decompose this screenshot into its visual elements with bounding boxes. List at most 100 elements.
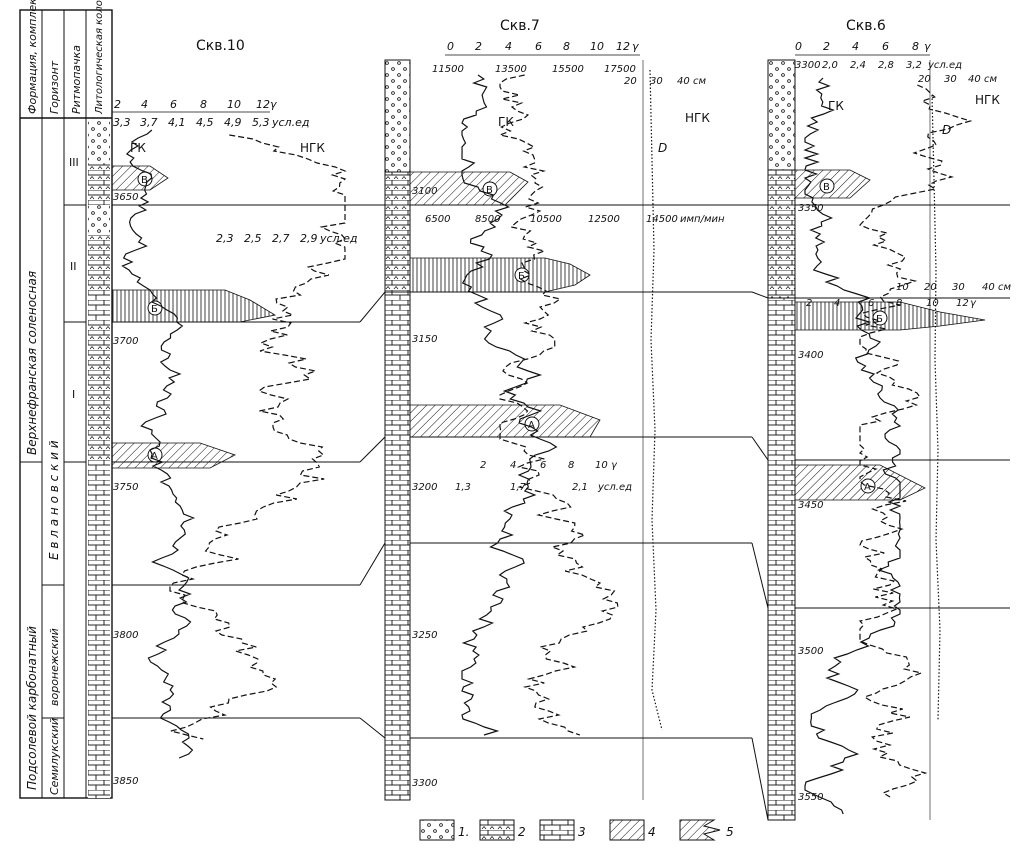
w10-gamma-tick-2: 6 <box>170 98 177 111</box>
litho-brick-1 <box>88 290 110 322</box>
w10-gamma-tick-0: 2 <box>114 98 121 111</box>
w7-imp-tick-0: 11500 <box>432 64 464 75</box>
well-10-title: Скв.10 <box>196 38 245 54</box>
w7-ngk2-unit: усл.ед <box>597 482 632 493</box>
w7-gamma-tick-1: 2 <box>475 40 482 53</box>
w7-gamma-tick-4: 8 <box>563 40 570 53</box>
w10-marker-v: В <box>141 175 148 186</box>
w10-ngk-tick-4: 4,9 <box>224 116 242 129</box>
w6-ngk-tick-2: 2,4 <box>850 60 866 71</box>
w10-ngk2-tick-1: 2,5 <box>244 232 262 245</box>
w10-label-ngk: НГК <box>300 141 325 155</box>
w7-depth-2: 3200 <box>412 482 437 493</box>
header-litho: Литологическая колонка <box>94 0 105 115</box>
w7-imp2-tick-3: 12500 <box>588 214 620 225</box>
w7-curve-d <box>649 69 663 731</box>
legend-swatch-hatch <box>609 819 645 841</box>
w7-d-tick-0: 20 <box>624 76 637 87</box>
w7-depth-3: 3250 <box>412 630 437 641</box>
horizon-evlanovsky: Е в л а н о в с к и й <box>47 440 61 560</box>
well-7-ngk2-axis: 1,3 1,7 2,1 усл.ед <box>455 482 632 493</box>
w6-d2-tick-0: 10 <box>896 282 909 293</box>
w7-ngk2-tick-0: 1,3 <box>455 482 471 493</box>
w10-gamma-tick-3: 8 <box>200 98 207 111</box>
w6-gamma-tick-3: 6 <box>882 40 889 53</box>
w6-litho-brick <box>767 297 796 821</box>
w7-imp-tick-3: 17500 <box>604 64 636 75</box>
rhythm-iii: III <box>69 156 79 169</box>
w6-marker-a: А <box>864 482 871 493</box>
legend: 1. 2 3 4 5 <box>419 819 734 841</box>
w7-curve-gk <box>461 74 558 736</box>
well-6: Скв.6 0 2 4 6 8 γ 3300 2,0 2,4 2,8 3,2 у… <box>767 18 1011 821</box>
w6-label-ngk: НГК <box>975 93 1000 107</box>
w6-d-unit: см <box>984 74 997 85</box>
w6-d-tick-2: 40 <box>968 74 981 85</box>
w7-zone-v <box>409 171 529 206</box>
w6-litho-anhy <box>767 169 796 299</box>
w10-marker-b: Б <box>151 304 158 315</box>
w6-ngk-tick-4: 3,2 <box>906 60 922 71</box>
w10-zone-b <box>111 289 277 323</box>
w7-curve-ngk <box>497 74 619 736</box>
w7-gamma2-tick-3: 8 <box>568 460 574 471</box>
w6-d2-tick-2: 30 <box>952 282 965 293</box>
litho-anhy-3 <box>88 322 110 462</box>
w7-depth-4: 3300 <box>412 778 437 789</box>
stratigraphic-columns: Формация, комплекс Горизонт Ритмопачка Л… <box>19 0 113 799</box>
rhythm-ii: II <box>70 260 77 273</box>
w10-curve-ngk <box>169 134 347 740</box>
w6-litho-dots <box>767 59 796 171</box>
w7-label-gk: ГК <box>498 115 514 129</box>
well-10-ngk2-axis: 2,3 2,5 2,7 2,9 усл.ед <box>216 232 357 245</box>
w6-gamma2-tick-5: 12 <box>956 298 969 309</box>
w6-d-tick-1: 30 <box>944 74 957 85</box>
legend-label-1: 1. <box>458 825 469 839</box>
formation-upper: Верхнефранская соленосная <box>25 271 39 455</box>
w6-gamma-tick-0: 0 <box>795 40 802 53</box>
w10-depth-0: 3650 <box>113 192 138 203</box>
w6-d2-unit: см <box>998 282 1011 293</box>
w10-ngk-tick-0: 3,3 <box>113 116 131 129</box>
w6-gamma-tick-4: 8 <box>912 40 919 53</box>
well-7-title: Скв.7 <box>500 18 540 34</box>
litho-dots-2 <box>88 205 110 235</box>
w7-gamma2-unit: γ <box>611 460 618 471</box>
litho-brick-2 <box>88 462 110 798</box>
w10-ngk-tick-3: 4,5 <box>196 116 214 129</box>
w6-marker-b: Б <box>876 314 883 325</box>
litho-dots-1 <box>88 118 110 163</box>
well-7: Скв.7 0 2 4 6 8 10 12 γ 11500 13500 1550… <box>384 18 725 801</box>
w10-ngk2-tick-0: 2,3 <box>216 232 234 245</box>
w7-depth-0: 3100 <box>412 186 437 197</box>
w7-depth-1: 3150 <box>412 334 437 345</box>
w6-gamma2-unit: γ <box>970 298 977 309</box>
w7-ngk2-tick-2: 2,1 <box>572 482 588 493</box>
w10-curve-gk <box>121 129 196 759</box>
w7-imp2-tick-1: 8500 <box>475 214 500 225</box>
w10-depth-1: 3700 <box>113 336 138 347</box>
w10-gamma-tick-5: 12 <box>256 98 270 111</box>
w10-ngk-tick-2: 4,1 <box>168 116 186 129</box>
litho-anhy-2 <box>88 235 110 290</box>
w7-gamma-tick-6: 12 <box>616 40 630 53</box>
w6-curve-d <box>931 94 941 721</box>
header-horizon: Горизонт <box>48 60 61 114</box>
well-6-d2-axis: 10 20 30 40 см <box>896 282 1011 293</box>
w6-d-tick-0: 20 <box>918 74 931 85</box>
w6-depth-3: 3500 <box>798 646 823 657</box>
well-7-gamma2-axis: 2 4 6 8 10 γ <box>480 460 618 471</box>
w7-gamma2-tick-1: 4 <box>510 460 516 471</box>
well-7-d-axis: 20 30 40 см <box>624 76 706 87</box>
w6-label-d: D <box>942 123 951 137</box>
w7-gamma2-tick-2: 6 <box>540 460 546 471</box>
w7-gamma2-tick-0: 2 <box>480 460 486 471</box>
w7-imp-tick-1: 13500 <box>495 64 527 75</box>
w10-depth-2: 3750 <box>113 482 138 493</box>
w10-zone-a <box>111 442 237 469</box>
w10-depth-3: 3800 <box>113 630 138 641</box>
w10-ngk-tick-5: 5,3 <box>252 116 270 129</box>
w7-litho-dots <box>384 59 411 173</box>
well-10: Скв.10 2 4 6 8 10 12 γ 3,3 3,7 4,1 4,5 4… <box>111 38 357 787</box>
